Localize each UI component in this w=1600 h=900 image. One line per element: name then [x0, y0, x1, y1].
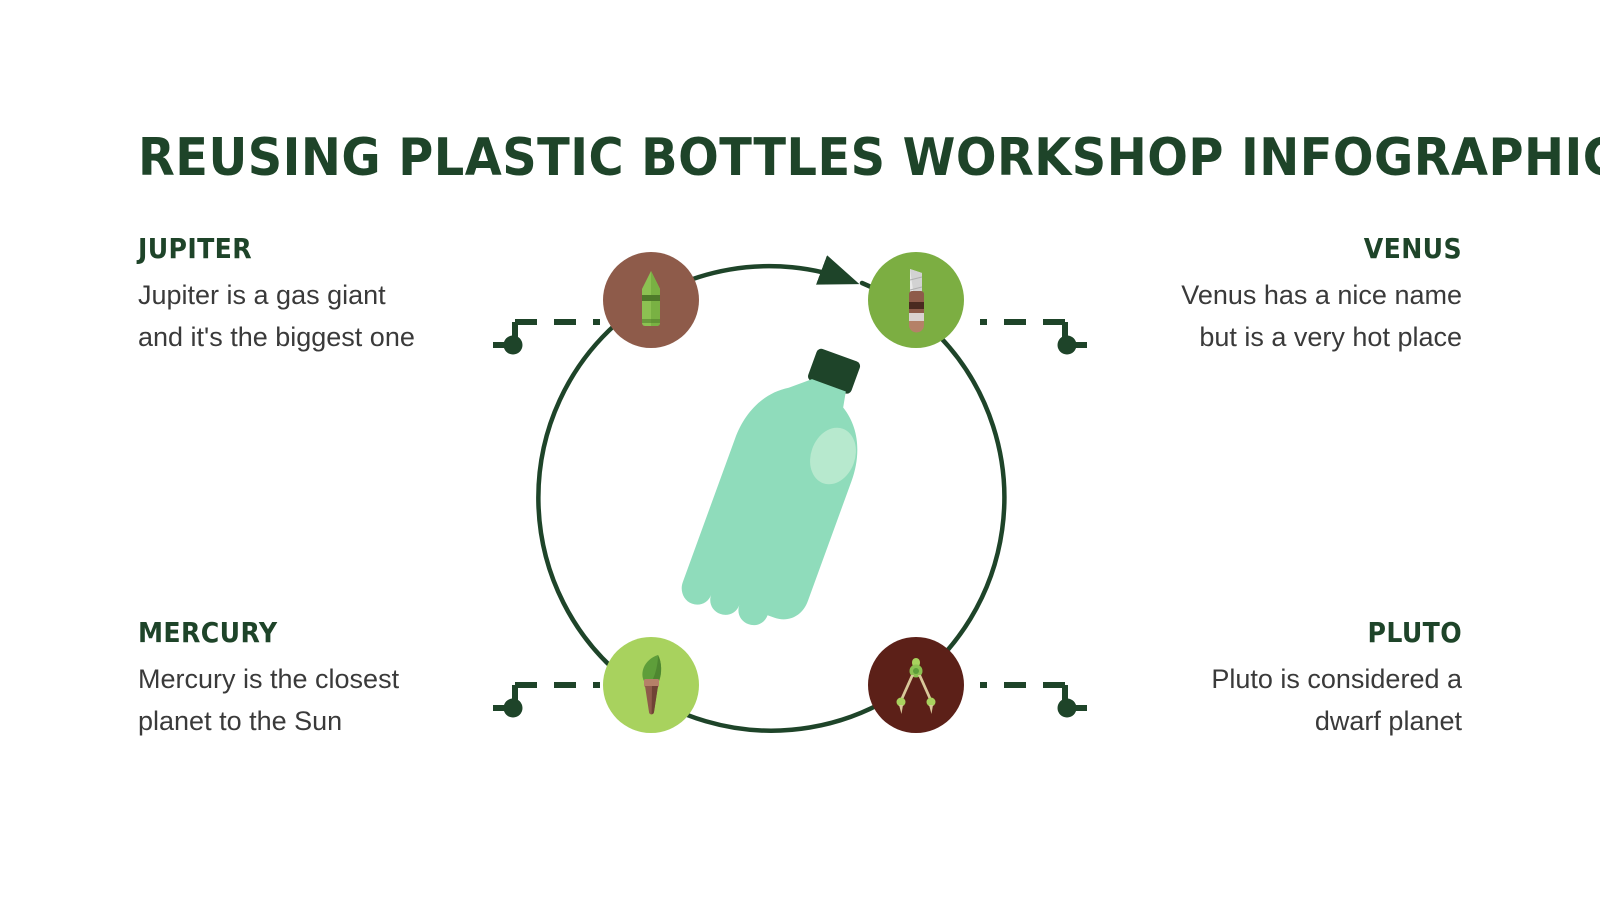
description-pluto: Pluto is considered a dwarf planet: [1082, 658, 1462, 742]
info-block-mercury: Mercury Mercury is the closest planet to…: [138, 616, 518, 742]
heading-pluto: Pluto: [1367, 616, 1462, 649]
drawing-compass-icon: [896, 658, 936, 714]
description-jupiter: Jupiter is a gas giant and it's the bigg…: [138, 274, 518, 358]
description-line-2: and it's the biggest one: [138, 322, 415, 352]
connector-pluto: [980, 682, 1100, 718]
icon-circle-jupiter[interactable]: [603, 252, 699, 348]
description-line-2: but is a very hot place: [1199, 322, 1462, 352]
connector-dot-jupiter: [503, 335, 523, 355]
info-block-venus: Venus Venus has a nice name but is a ver…: [1082, 232, 1462, 358]
heading-venus: Venus: [1363, 232, 1462, 265]
description-line-2: planet to the Sun: [138, 706, 343, 736]
info-block-pluto: Pluto Pluto is considered a dwarf planet: [1082, 616, 1462, 742]
description-line-1: Jupiter is a gas giant: [138, 280, 386, 310]
connector-jupiter: [480, 319, 600, 355]
heading-jupiter: Jupiter: [138, 232, 253, 265]
description-mercury: Mercury is the closest planet to the Sun: [138, 658, 518, 742]
connector-dot-mercury: [503, 698, 523, 718]
description-line-2: dwarf planet: [1314, 706, 1462, 736]
connector-venus: [980, 319, 1100, 355]
description-line-1: Mercury is the closest: [138, 664, 400, 694]
cycle-diagram: [480, 215, 1100, 775]
description-line-1: Venus has a nice name: [1181, 280, 1462, 310]
cutter-knife-icon: [909, 269, 924, 333]
info-block-jupiter: Jupiter Jupiter is a gas giant and it's …: [138, 232, 518, 358]
connector-dot-venus: [1057, 335, 1077, 355]
connector-mercury: [480, 682, 600, 718]
crayon-icon: [642, 271, 660, 326]
description-venus: Venus has a nice name but is a very hot …: [1082, 274, 1462, 358]
icon-circle-pluto[interactable]: [868, 637, 964, 733]
heading-mercury: Mercury: [138, 616, 278, 649]
connector-dot-pluto: [1057, 698, 1077, 718]
paintbrush-icon: [642, 655, 662, 715]
description-line-1: Pluto is considered a: [1211, 664, 1462, 694]
icon-circle-mercury[interactable]: [603, 637, 699, 733]
page-title: Reusing Plastic Bottles Workshop Infogra…: [138, 127, 1600, 188]
icon-circle-venus[interactable]: [868, 252, 964, 348]
